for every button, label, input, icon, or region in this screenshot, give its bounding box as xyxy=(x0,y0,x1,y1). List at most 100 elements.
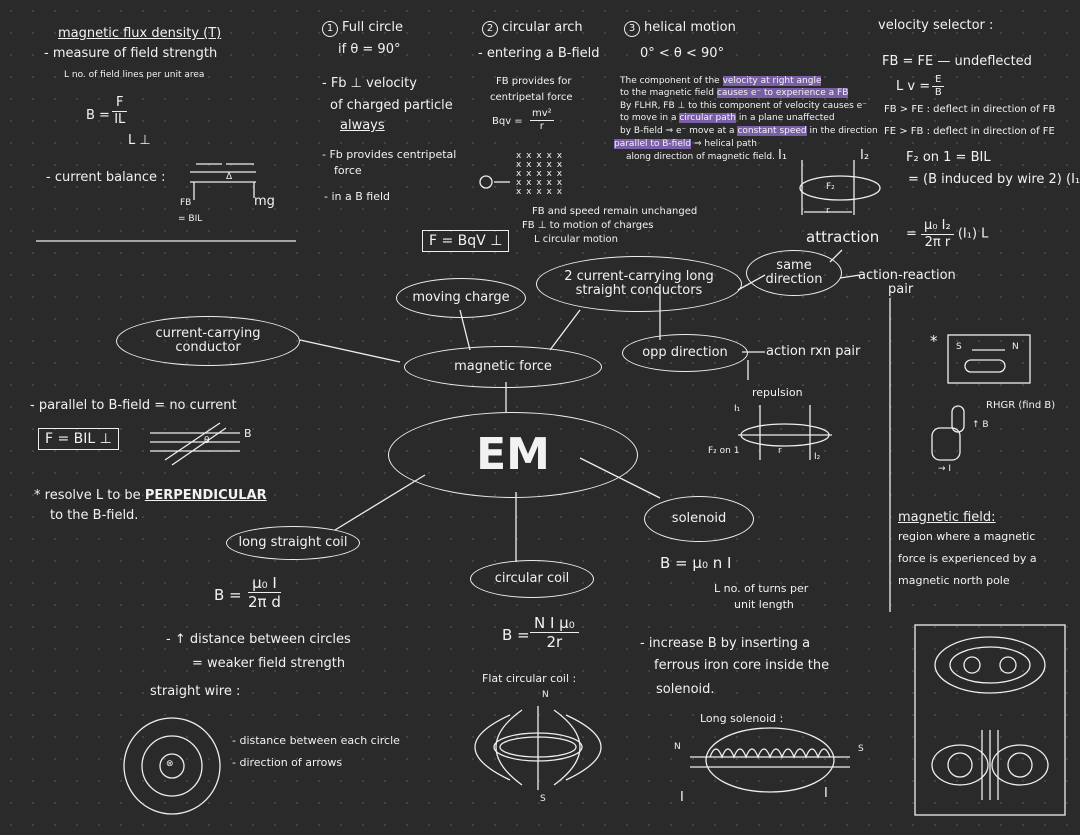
force-2on1-2: = (B induced by wire 2) (I₁) (L) xyxy=(908,172,1080,188)
long-straight-note-2: = weaker field strength xyxy=(192,656,345,672)
attraction-f2: F₂ xyxy=(826,182,835,193)
motion-2-eq-fraction: mv² r xyxy=(530,108,554,133)
node-em-center: EM xyxy=(388,412,638,498)
helical-l4-tail: in a plane unaffected xyxy=(739,113,835,123)
star-mark: * xyxy=(930,332,938,350)
rhgr-b: ↑ B xyxy=(972,420,989,431)
resolve-note-2: to the B-field. xyxy=(50,508,138,524)
flat-coil-n: N xyxy=(542,690,549,701)
motion-2-title-text: circular arch xyxy=(502,20,583,35)
solenoid-note-4: ferrous iron core inside the xyxy=(654,658,829,674)
motion-2-eq-lhs: Bqv = xyxy=(492,116,523,128)
rhgr-b-text: B xyxy=(982,420,988,430)
straight-wire-note-1: - distance between each circle xyxy=(232,734,400,747)
node-two-conductors: 2 current-carrying long straight conduct… xyxy=(536,256,742,312)
motion-3-line-3: By FLHR, FB ⊥ to this component of veloc… xyxy=(620,101,867,112)
magnet-n: N xyxy=(1012,342,1019,353)
attraction-label: attraction xyxy=(806,228,879,246)
long-solenoid-label: Long solenoid : xyxy=(700,712,783,725)
helical-l2-text: to the magnetic field xyxy=(620,88,714,98)
magnetic-field-1: region where a magnetic xyxy=(898,530,1035,543)
f2on1-end: (I₁) L xyxy=(958,227,989,242)
circle-number-2-icon: 2 xyxy=(482,21,498,37)
node-current-conductor: current-carrying conductor xyxy=(116,316,300,366)
motion-1-e: force xyxy=(334,164,362,177)
parallel-note: - parallel to B-field = no current xyxy=(30,398,237,414)
node-circular-coil: circular coil xyxy=(470,560,594,598)
delta-symbol: Δ xyxy=(226,172,232,183)
repulsion-r: r xyxy=(778,446,782,457)
cc-num: N I μ₀ xyxy=(530,614,579,633)
flat-coil-s: S xyxy=(540,794,546,805)
helical-l6-tail: ⇒ helical path xyxy=(694,139,757,149)
f2on1-den: 2π r xyxy=(925,235,951,251)
fb-label: FB xyxy=(180,198,191,209)
motion-1-d: - Fb provides centripetal xyxy=(322,148,456,161)
motion-2-eq-den: r xyxy=(540,121,544,133)
motion-2-title: 2 circular arch xyxy=(482,20,583,37)
flux-title: magnetic flux density (T) xyxy=(58,26,221,42)
resolve-note-1: * resolve L to be PERPENDICULAR xyxy=(34,488,267,504)
motion-3-line-5: by B-field ⇒ e⁻ move at a constant speed… xyxy=(620,126,878,137)
repulsion-f2on1: F₂ on 1 xyxy=(708,446,739,457)
attraction-i1: I₁ xyxy=(778,148,787,164)
straight-wire-note-2: - direction of arrows xyxy=(232,756,342,769)
node-opp-direction: opp direction xyxy=(622,334,748,372)
f2on1-num: μ₀ I₂ xyxy=(921,218,954,235)
rhgr-label: RHGR (find B) xyxy=(986,400,1055,412)
flux-desc-2: L no. of field lines per unit area xyxy=(64,70,204,81)
long-solenoid-i-right: I xyxy=(824,786,828,802)
motion-3-line-7: along direction of magnetic field. xyxy=(626,152,775,163)
long-straight-fraction: μ₀ I 2π d xyxy=(248,574,281,611)
node-solenoid: solenoid xyxy=(644,496,754,542)
motion-1-a: - Fb ⊥ velocity xyxy=(322,76,417,92)
motion-1-f: - in a B field xyxy=(324,190,390,203)
helical-l5-highlight: constant speed xyxy=(737,126,806,136)
motion-1-condition: if θ = 90° xyxy=(338,42,400,58)
motion-3-line-6: parallel to B-field ⇒ helical path xyxy=(614,139,757,150)
connector-2cond-force xyxy=(550,310,580,350)
f2on1-eq: = xyxy=(906,227,917,242)
helical-l4-text: to move in a xyxy=(620,113,676,123)
motion-3-title: 3 helical motion xyxy=(624,20,736,37)
motion-3-line-2: to the magnetic field causes e⁻ to exper… xyxy=(620,88,848,99)
connector-conductor-force xyxy=(300,340,400,362)
node-long-straight-coil: long straight coil xyxy=(226,526,360,560)
motion-2-a: - entering a B-field xyxy=(478,46,600,62)
motion-3-line-1: The component of the velocity at right a… xyxy=(620,76,821,87)
fb-bil: = BIL xyxy=(178,214,202,225)
formula-bqv-box: F = BqV ⊥ xyxy=(422,230,509,252)
magnetic-field-3: magnetic north pole xyxy=(898,574,1010,587)
ls-den: 2π d xyxy=(248,593,281,611)
long-straight-formula-lhs: B = xyxy=(214,586,242,604)
magnetic-field-title: magnetic field: xyxy=(898,510,996,526)
motion-1-title: 1Full circle xyxy=(322,20,403,37)
vs-fraction: EB xyxy=(932,74,944,99)
circle-number-3-icon: 3 xyxy=(624,21,640,37)
flux-formula-lhs: B = xyxy=(86,108,110,124)
motion-1-c: always xyxy=(340,118,385,134)
helical-l5-text: by B-field ⇒ e⁻ move at a xyxy=(620,126,735,136)
flux-perp-note: L ⊥ xyxy=(128,133,151,149)
circular-coil-fraction: N I μ₀ 2r xyxy=(530,614,579,651)
repulsion-label: repulsion xyxy=(752,386,803,399)
repulsion-i2: I₂ xyxy=(814,452,820,463)
motion-1-b: of charged particle xyxy=(330,98,453,114)
action-rxn-label: action rxn pair xyxy=(766,344,860,360)
motion-2-note-3: L circular motion xyxy=(534,234,618,246)
vs-num: E xyxy=(932,74,944,87)
flux-denominator: IL xyxy=(114,112,125,128)
formula-bil-box: F = BIL ⊥ xyxy=(38,428,119,450)
circular-coil-formula-lhs: B = xyxy=(502,626,530,644)
flat-coil-label: Flat circular coil : xyxy=(482,672,576,685)
helical-l4-highlight: circular path xyxy=(679,113,736,123)
helical-l1-highlight: velocity at right angle xyxy=(723,76,822,86)
connector-em-longcoil xyxy=(335,475,425,530)
wire-into-page-icon: ⊗ xyxy=(166,759,174,770)
solenoid-note-3: - increase B by inserting a xyxy=(640,636,810,652)
vs-v-eq: L v = xyxy=(896,79,930,94)
motion-3-title-text: helical motion xyxy=(644,20,736,35)
long-solenoid-n: N xyxy=(674,742,681,753)
helical-l2-highlight: causes e⁻ to experience a FB xyxy=(717,88,848,98)
